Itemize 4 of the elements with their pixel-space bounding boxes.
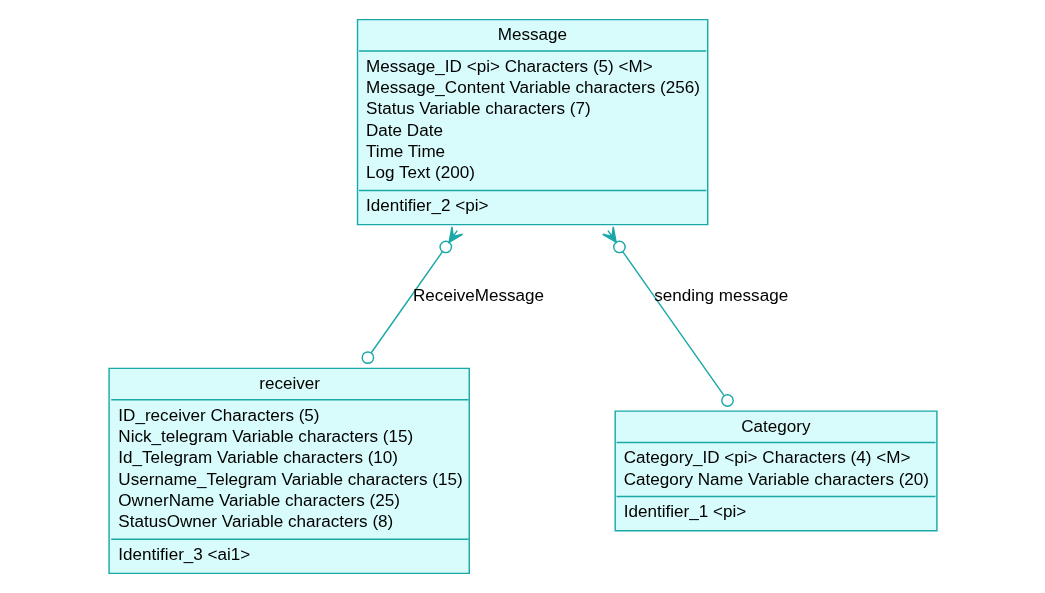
- edge-label: ReceiveMessage: [412, 285, 544, 305]
- connector: [360, 226, 463, 365]
- connector: [601, 226, 734, 407]
- edge-label: sending message: [653, 285, 788, 305]
